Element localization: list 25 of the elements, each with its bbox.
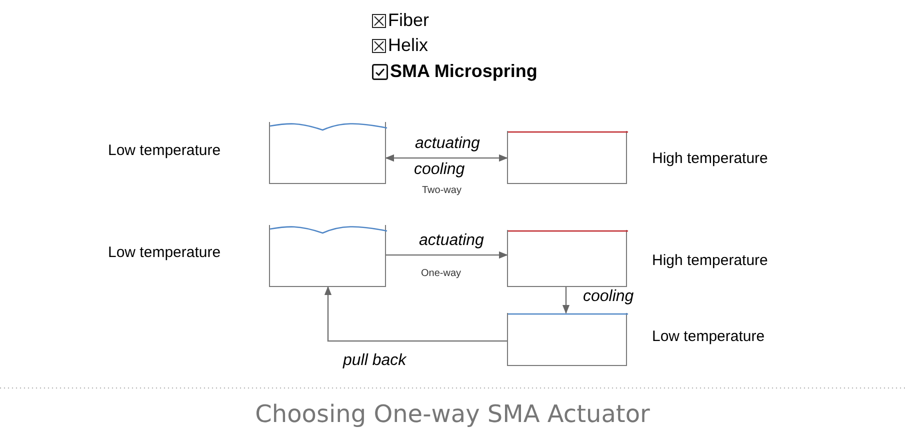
open-top-box (269, 225, 386, 287)
open-top-box (507, 230, 627, 287)
arrow (324, 286, 507, 342)
state-label: Low temperature (108, 243, 221, 263)
option-label: Fiber (388, 9, 430, 32)
open-top-box (507, 131, 627, 184)
edge-label: cooling (582, 288, 635, 306)
caption: Choosing One-way SMA Actuator (255, 399, 650, 430)
state-label: High temperature (652, 149, 768, 169)
note-text: Two-way (422, 184, 462, 198)
note-text: One-way (421, 267, 462, 281)
state-label: Low temperature (108, 141, 221, 161)
edge-label: pull back (342, 352, 408, 370)
arrow (386, 251, 508, 259)
option-label: Helix (388, 34, 428, 57)
edge-label: actuating (418, 232, 485, 250)
note-text: cooling (414, 160, 465, 180)
option-label: SMA Microspring (390, 60, 538, 83)
edge-label: actuating (414, 135, 481, 153)
arrow (562, 287, 570, 314)
state-label: High temperature (652, 251, 768, 271)
state-label: Low temperature (652, 327, 765, 347)
open-top-box (507, 313, 627, 366)
open-top-box (269, 122, 386, 184)
arrow (385, 154, 508, 162)
